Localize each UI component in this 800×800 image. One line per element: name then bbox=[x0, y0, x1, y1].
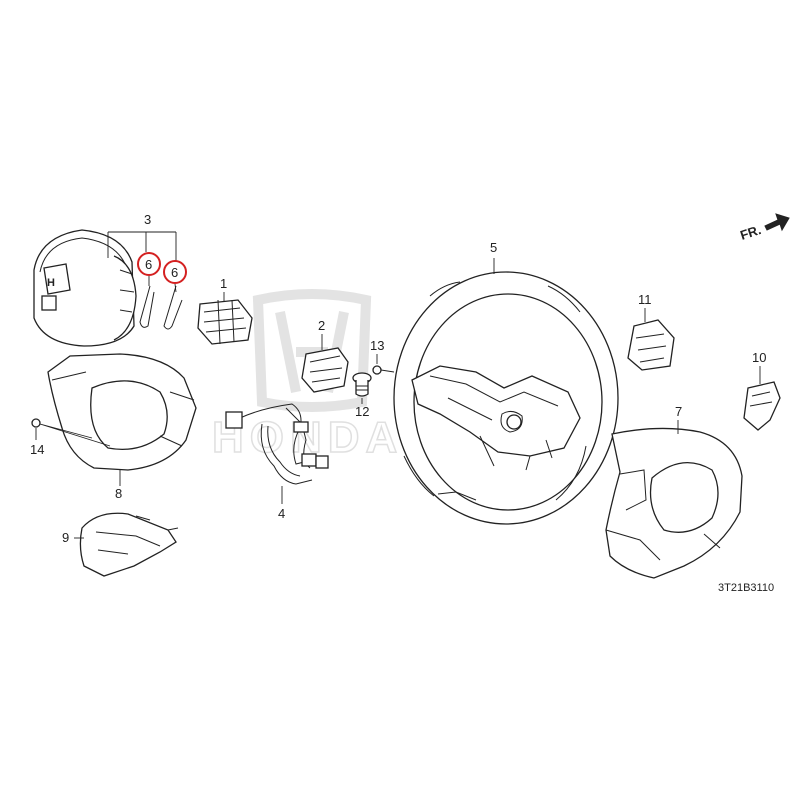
callout-label-12: 12 bbox=[355, 404, 369, 419]
callout-label-3: 3 bbox=[144, 212, 151, 227]
callout-label-1: 1 bbox=[220, 276, 227, 291]
part-5-steering-wheel[interactable] bbox=[393, 271, 619, 525]
callout-label-13: 13 bbox=[370, 338, 384, 353]
callout-label-9: 9 bbox=[62, 530, 69, 545]
part-4-wire-harness[interactable] bbox=[225, 403, 329, 485]
callout-14: 14 bbox=[30, 442, 44, 457]
part-13-screw[interactable] bbox=[372, 365, 395, 375]
diagram-code: 3T21B3110 bbox=[718, 582, 774, 594]
callout-7: 7 bbox=[675, 404, 682, 434]
part-3-airbag-module[interactable]: H bbox=[33, 229, 137, 347]
callout-1: 1 bbox=[220, 276, 227, 302]
callout-6-left: 6 bbox=[137, 252, 161, 286]
callout-label-2: 2 bbox=[318, 318, 325, 333]
part-8-garnish[interactable] bbox=[47, 353, 197, 471]
highlight-ring-left bbox=[137, 252, 161, 276]
callout-5: 5 bbox=[490, 240, 497, 274]
callout-6-right: 6 bbox=[163, 260, 187, 293]
callout-label-7: 7 bbox=[675, 404, 682, 419]
part-7-lower-cover[interactable] bbox=[605, 427, 743, 579]
part-6-clip-right[interactable] bbox=[163, 285, 183, 330]
highlight-ring-right bbox=[163, 260, 187, 284]
callout-9: 9 bbox=[62, 530, 84, 545]
callout-label-8: 8 bbox=[115, 486, 122, 501]
svg-text:H: H bbox=[47, 277, 55, 289]
callout-2: 2 bbox=[318, 318, 325, 350]
callout-10: 10 bbox=[752, 350, 766, 384]
callout-13: 13 bbox=[370, 338, 384, 364]
part-14-screw[interactable] bbox=[31, 418, 111, 447]
callout-label-5: 5 bbox=[490, 240, 497, 255]
front-arrow-icon bbox=[764, 213, 790, 232]
callout-label-10: 10 bbox=[752, 350, 766, 365]
callout-label-6-left: 6 bbox=[145, 257, 152, 272]
callout-8: 8 bbox=[115, 470, 122, 501]
part-10-paddle-shifter[interactable] bbox=[743, 381, 781, 431]
callout-label-14: 14 bbox=[30, 442, 44, 457]
callout-12: 12 bbox=[355, 398, 369, 419]
part-6-clip-left[interactable] bbox=[139, 285, 155, 328]
front-direction-indicator: FR. bbox=[738, 213, 790, 243]
callout-label-11: 11 bbox=[638, 292, 652, 307]
part-12-bolt[interactable] bbox=[352, 372, 372, 397]
part-9-lower-garnish[interactable] bbox=[79, 512, 179, 577]
callout-11: 11 bbox=[638, 292, 652, 322]
callout-label-4: 4 bbox=[278, 506, 285, 521]
callout-4: 4 bbox=[278, 486, 285, 521]
callout-3: 3 bbox=[107, 212, 177, 262]
front-label: FR. bbox=[738, 222, 763, 243]
part-11-switch-right[interactable] bbox=[627, 319, 675, 371]
callout-label-6-right: 6 bbox=[171, 265, 178, 280]
part-2-switch[interactable] bbox=[301, 347, 349, 393]
part-1-switch-assembly[interactable] bbox=[197, 299, 253, 345]
